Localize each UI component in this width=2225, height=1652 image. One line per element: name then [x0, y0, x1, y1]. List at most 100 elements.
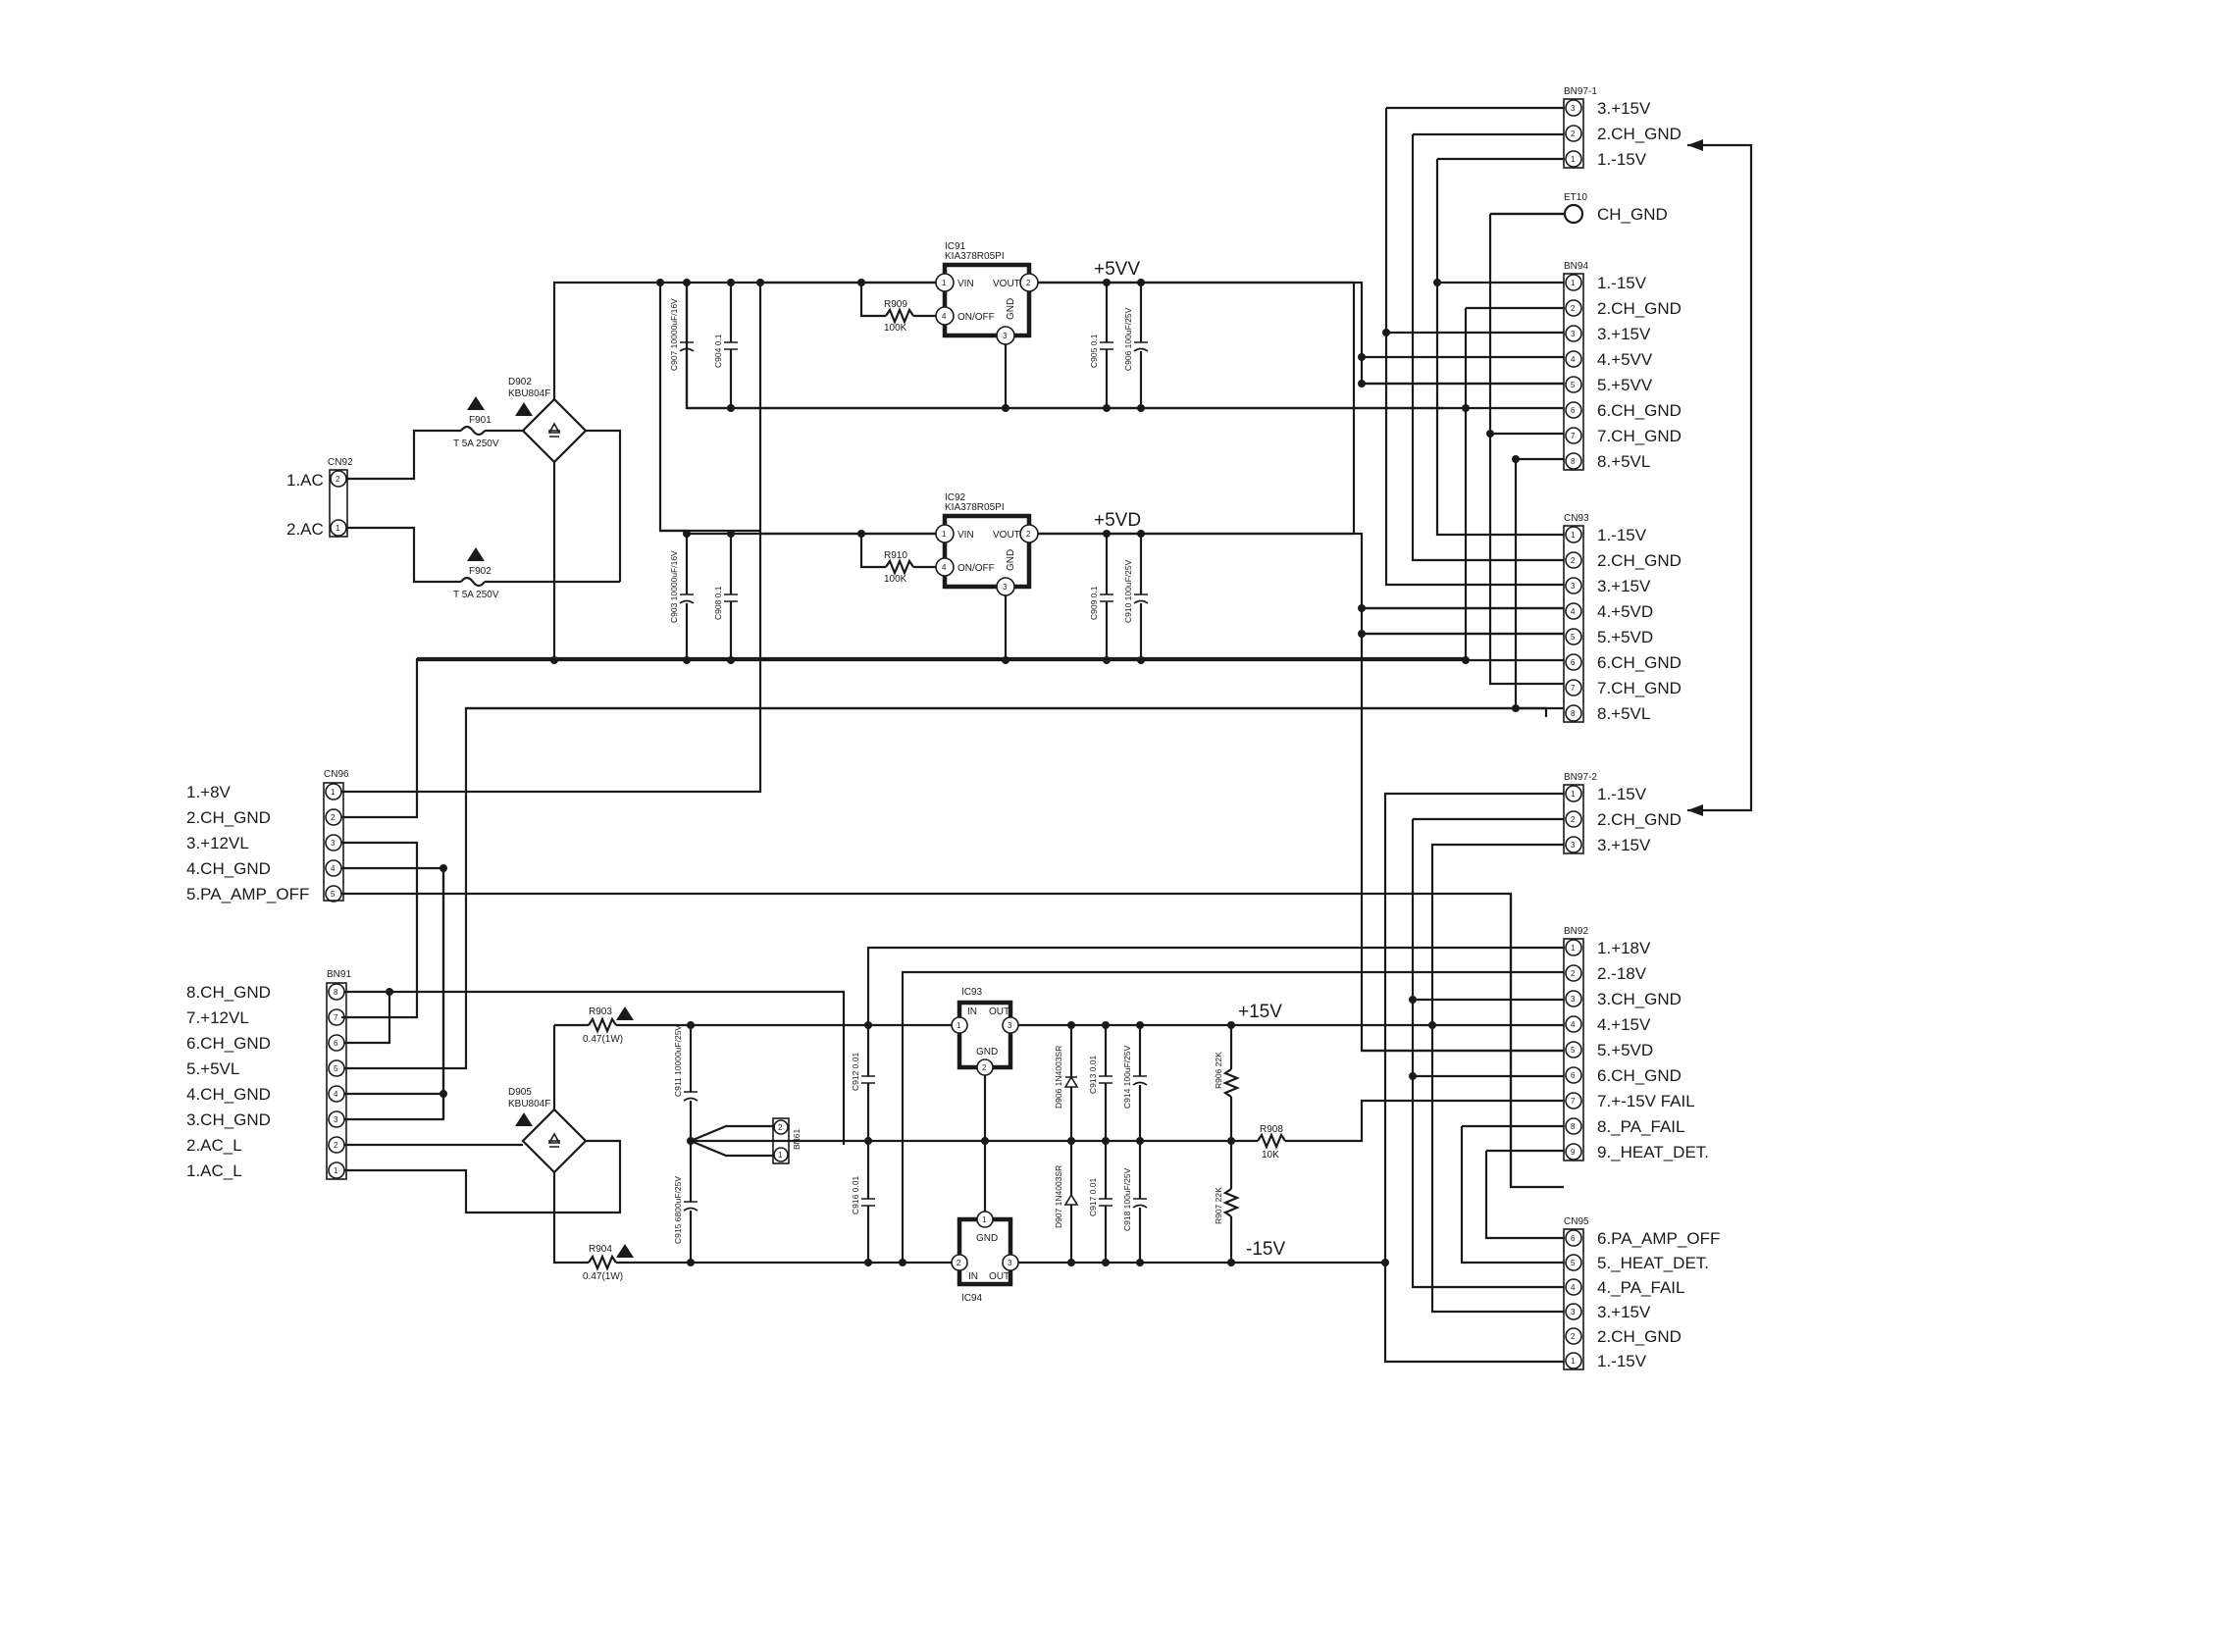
cn95-pin-num: 5 — [1571, 1259, 1576, 1267]
bn94-pin-num: 1 — [1571, 279, 1576, 287]
cn96-pin-num: 4 — [331, 864, 336, 873]
ic91-pin-label: GND — [1006, 298, 1016, 320]
bn91-pin-num: 6 — [334, 1039, 338, 1048]
ic93-pin-num: 3 — [1008, 1021, 1012, 1030]
bn92-pin-num: 3 — [1571, 995, 1576, 1004]
cn96-connector: 1 2 3 4 5 CN96 1.+8V 2.CH_GND 3.+12VL 4.… — [186, 769, 349, 903]
bn91-pin-label: 3.CH_GND — [186, 1110, 271, 1129]
ic93-pin-num: 1 — [957, 1021, 961, 1030]
ic92-pin-num: 2 — [1026, 530, 1031, 539]
d907-label: D907 1N4003SR — [1054, 1165, 1063, 1228]
bn97_2-pin-label: 3.+15V — [1597, 836, 1651, 854]
ic94-regulator: 1 2 3 GND IN OUT IC94 — [951, 1211, 1019, 1304]
c905-label: C905 0.1 — [1089, 334, 1099, 368]
c911-label: C911 10000uF/25V — [673, 1025, 683, 1097]
ic93-name: IC93 — [961, 987, 983, 998]
bn92-pin-label: 7.+-15V FAIL — [1597, 1092, 1695, 1110]
cn96-pin-label: 2.CH_GND — [186, 808, 271, 827]
cn93-pin-label: 4.+5VD — [1597, 602, 1653, 621]
bn97_2-pin-label: 2.CH_GND — [1597, 810, 1682, 829]
rail-label-5vv: +5VV — [1094, 259, 1140, 280]
bn94-pin-label: 1.-15V — [1597, 274, 1647, 292]
c914-label: C914 100uF/25V — [1122, 1045, 1132, 1109]
cn95-pin-label: 2.CH_GND — [1597, 1327, 1682, 1346]
ic93-pin-num: 2 — [982, 1063, 987, 1072]
bn92-pin-num: 2 — [1571, 969, 1576, 978]
bn91-pin-label: 1.AC_L — [186, 1162, 242, 1180]
cn96-pin-num: 2 — [331, 813, 336, 822]
bn92-pin-num: 9 — [1571, 1148, 1576, 1157]
bn94-pin-num: 8 — [1571, 457, 1576, 466]
f902-ref: F902 — [469, 566, 492, 577]
cn93-name: CN93 — [1564, 513, 1589, 524]
cn95-pin-num: 1 — [1571, 1357, 1576, 1366]
cn95-pin-num: 3 — [1571, 1308, 1576, 1316]
r906-label: R906 22K — [1214, 1052, 1223, 1089]
c918-label: C918 100uF/25V — [1122, 1167, 1132, 1231]
svg-text:!: ! — [622, 1010, 625, 1020]
f901-ref: F901 — [469, 415, 492, 426]
ic93-pin-label: IN — [967, 1007, 977, 1017]
bn91-pin-num: 1 — [334, 1166, 338, 1175]
ic92-name: IC92 — [945, 492, 966, 503]
bn91-pin-num: 7 — [334, 1013, 338, 1022]
bn94-pin-label: 8.+5VL — [1597, 452, 1650, 471]
r903-value: 0.47(1W) — [583, 1034, 623, 1045]
bn97_1-pin-num: 1 — [1571, 155, 1576, 164]
bn91-pin-label: 6.CH_GND — [186, 1034, 271, 1053]
c904-label: C904 0.1 — [713, 334, 723, 368]
d906-label: D906 1N4003SR — [1054, 1046, 1063, 1109]
cn95-pin-num: 4 — [1571, 1283, 1576, 1292]
f901-value: T 5A 250V — [453, 439, 499, 449]
bn94-pin-num: 3 — [1571, 330, 1576, 338]
ic92-pin-label: VIN — [957, 530, 974, 541]
bn94-pin-num: 7 — [1571, 432, 1576, 440]
cn96-pin-num: 3 — [331, 839, 336, 848]
d905-value: KBU804F — [508, 1099, 550, 1110]
c907-label: C907 10000uF/16V — [669, 298, 679, 371]
cn95-pin-label: 5._HEAT_DET. — [1597, 1254, 1709, 1272]
bn94-pin-num: 6 — [1571, 406, 1576, 415]
c909-label: C909 0.1 — [1089, 586, 1099, 620]
bn92-pin-label: 5.+5VD — [1597, 1041, 1653, 1059]
r910-value: 100K — [884, 574, 907, 585]
svg-text:!: ! — [473, 400, 476, 410]
r904-value: 0.47(1W) — [583, 1271, 623, 1282]
bn92-pin-num: 8 — [1571, 1122, 1576, 1131]
bn94-pin-label: 4.+5VV — [1597, 350, 1653, 369]
ic92-pin-label: VOUT — [993, 530, 1020, 541]
r904-ref: R904 — [589, 1244, 612, 1255]
cn95-name: CN95 — [1564, 1216, 1589, 1227]
cn93-pin-label: 8.+5VL — [1597, 704, 1650, 723]
c903-label: C903 10000uF/16V — [669, 550, 679, 623]
cn92-name: CN92 — [328, 457, 353, 468]
c916-label: C916 0.01 — [851, 1176, 860, 1214]
bridge-rectifier-icon — [521, 397, 588, 464]
svg-text:!: ! — [473, 551, 476, 561]
bn91-pin-label: 4.CH_GND — [186, 1085, 271, 1104]
rail-label-5vd: +5VD — [1094, 510, 1141, 531]
cn93-pin-label: 7.CH_GND — [1597, 679, 1682, 697]
warning-triangle-icon: ! — [467, 396, 485, 410]
rail-label-minus15: -15V — [1246, 1239, 1285, 1260]
ic93-regulator: 1 3 2 IN OUT GND IC93 — [951, 987, 1019, 1076]
cn92-connector: 2 1 CN92 1.AC 2.AC — [286, 457, 353, 539]
c908-label: C908 0.1 — [713, 586, 723, 620]
bn97_2-name: BN97-2 — [1564, 772, 1597, 783]
bn97_1-pin-label: 2.CH_GND — [1597, 125, 1682, 143]
bn97_2-pin-num: 3 — [1571, 841, 1576, 850]
cn96-pin-label: 5.PA_AMP_OFF — [186, 885, 309, 903]
bn92-pin-label: 4.+15V — [1597, 1015, 1651, 1034]
bn97_1-name: BN97-1 — [1564, 86, 1597, 97]
bn94-pin-label: 7.CH_GND — [1597, 427, 1682, 445]
ic94-pin-num: 2 — [957, 1259, 961, 1267]
bn97_2-pin-num: 2 — [1571, 815, 1576, 824]
d902-ref: D902 — [508, 377, 532, 387]
cn93-pin-label: 5.+5VD — [1597, 628, 1653, 646]
bn94-pin-num: 5 — [1571, 381, 1576, 389]
bn91-pin-num: 2 — [334, 1141, 338, 1150]
bn91-connector: 8 7 6 5 4 3 2 1 BN91 8.CH_GND 7.+12VL 6.… — [186, 969, 351, 1180]
